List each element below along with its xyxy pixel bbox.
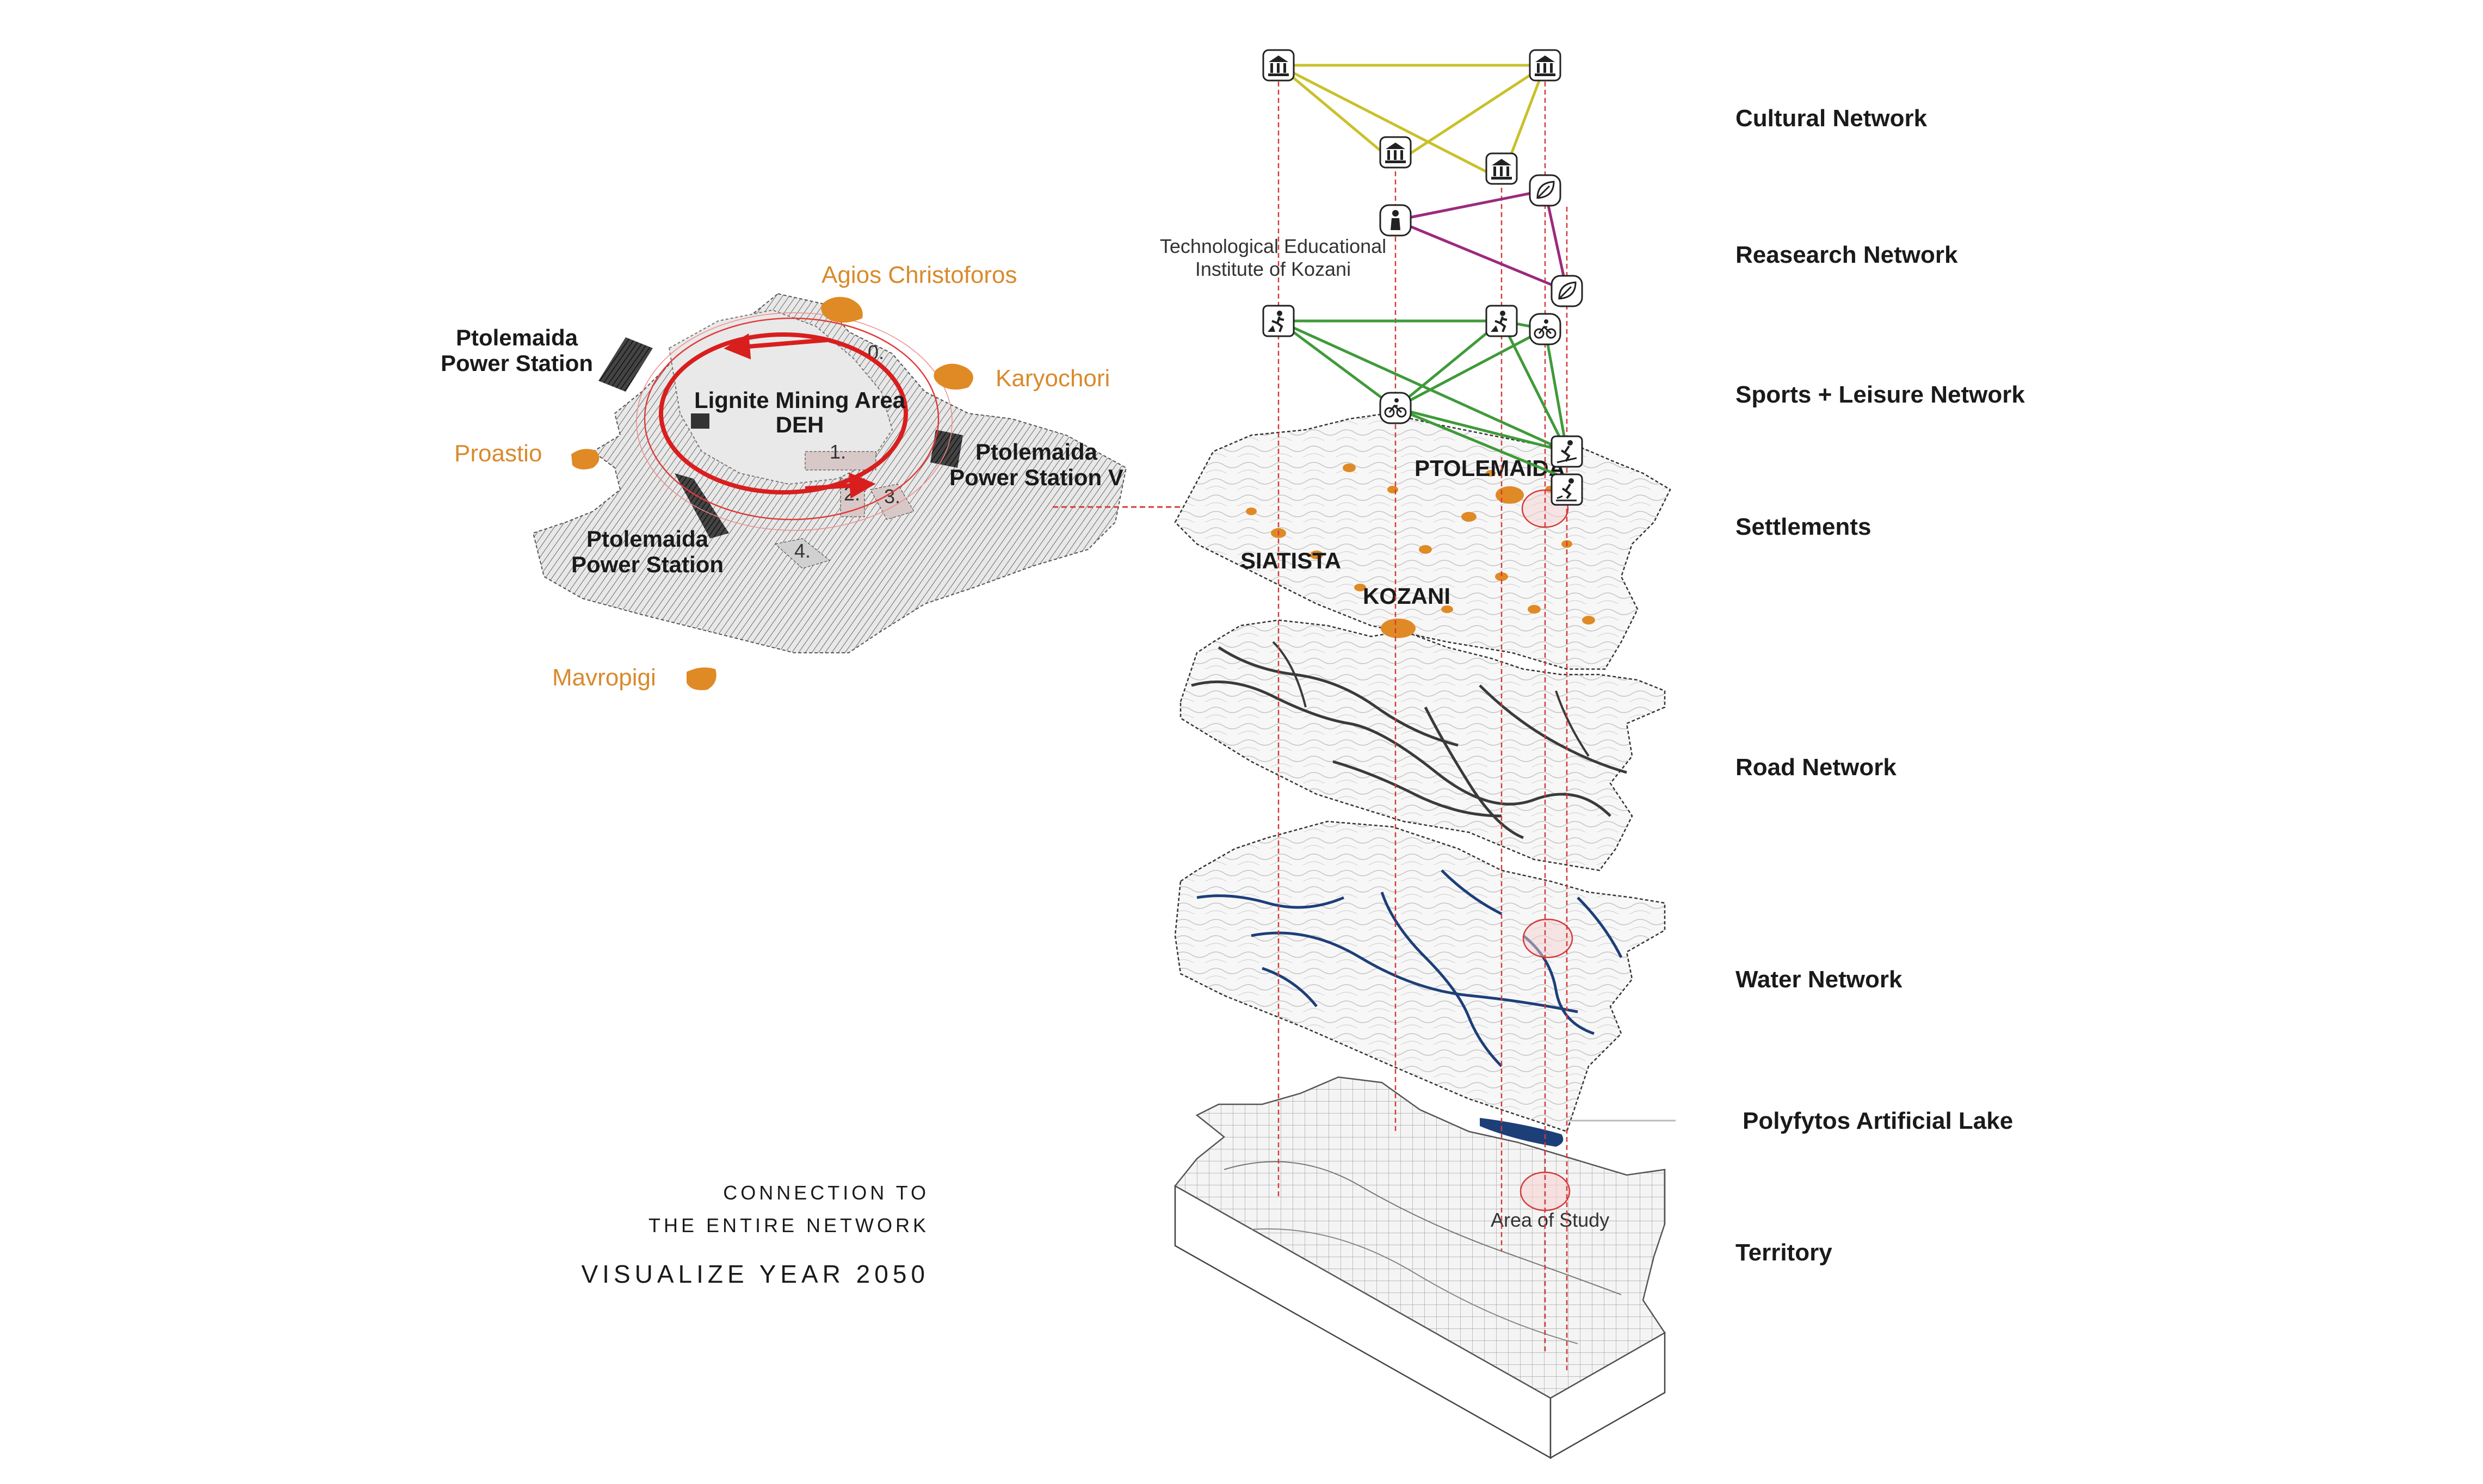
label-power-station-v-1: Ptolemaida — [975, 439, 1098, 465]
area-of-study-label: Area of Study — [1491, 1209, 1609, 1231]
layer-label-lake: Polyfytos Artificial Lake — [1743, 1108, 2013, 1134]
label-power-station-top-1: Ptolemaida — [456, 325, 578, 350]
river-4 — [1262, 967, 1318, 1007]
town-agios-christoforos: Agios Christoforos — [822, 262, 1017, 288]
label-mining-2: DEH — [776, 412, 824, 437]
small-station-marker — [691, 413, 709, 429]
layer-label-road: Road Network — [1735, 754, 1897, 781]
label-power-station-top-2: Power Station — [441, 350, 593, 376]
caption-block: CONNECTION TO THE ENTIRE NETWORK VISUALI… — [581, 1182, 929, 1288]
road-6 — [1272, 641, 1307, 708]
layer-label-settlements: Settlements — [1735, 514, 1871, 540]
water-layer — [1174, 820, 1666, 1147]
settlement-ptolemaida-shape — [1496, 486, 1524, 504]
road-layer — [1179, 619, 1666, 871]
road-1 — [1191, 680, 1611, 817]
polyfytos-lake — [1480, 1118, 1564, 1147]
territory-layer: Area of Study — [1174, 1076, 1666, 1460]
circulation-loop-outer — [644, 317, 940, 521]
loop-arrow-bottom — [805, 472, 876, 499]
road-surface — [1179, 619, 1666, 871]
climbing-icon — [1485, 305, 1518, 337]
zone-4 — [774, 538, 831, 569]
caption-line-1: CONNECTION TO — [723, 1182, 929, 1204]
skiing-icon — [1551, 473, 1583, 506]
river-2 — [1251, 931, 1578, 1013]
river-1 — [1196, 894, 1344, 909]
institute-label-line-2: Institute of Kozani — [1195, 258, 1351, 280]
river-3 — [1380, 892, 1503, 1067]
settlement-siatista: SIATISTA — [1240, 548, 1341, 573]
layer-label-cultural: Cultural Network — [1735, 105, 1928, 132]
museum-icon — [1485, 152, 1518, 185]
road-3 — [1332, 760, 1502, 818]
town-shape-proastio — [571, 449, 600, 470]
label-mining-1: Lignite Mining Area — [694, 387, 906, 413]
zone-1 — [805, 451, 876, 471]
layer-label-territory: Territory — [1735, 1239, 1832, 1266]
road-7 — [1555, 690, 1590, 757]
settlements-layer: PTOLEMAIDA SIATISTA KOZANI — [1174, 412, 1671, 670]
institute-label-line-1: Technological Educational — [1160, 235, 1386, 257]
bicycle-icon — [1529, 313, 1561, 345]
town-shape-mavropigi — [687, 667, 717, 690]
town-proastio: Proastio — [454, 440, 542, 467]
study-ellipse-water — [1522, 918, 1573, 959]
sports-network-lines — [1277, 319, 1568, 480]
water-surface — [1174, 820, 1666, 1133]
layer-label-water: Water Network — [1735, 966, 1903, 993]
zone-3 — [870, 484, 915, 520]
circulation-loop-inner — [659, 332, 908, 494]
leaf-icon — [1551, 275, 1583, 307]
vertical-guides — [1277, 65, 1568, 1371]
layer-labels: Cultural Network Reasearch Network Sport… — [1735, 105, 2025, 1266]
power-station-block-top — [598, 337, 653, 392]
climbing-icon — [1262, 305, 1295, 337]
power-station-v-block — [930, 430, 963, 468]
town-karyochori: Karyochori — [996, 365, 1110, 392]
skiing-icon — [1551, 435, 1583, 468]
settlement-kozani-shape — [1381, 619, 1416, 638]
person-icon — [1379, 204, 1412, 237]
settlement-kozani: KOZANI — [1363, 583, 1450, 609]
river-6 — [1441, 869, 1503, 916]
road-4 — [1424, 706, 1524, 839]
terrain-ridge-2 — [1251, 1228, 1578, 1344]
town-mavropigi: Mavropigi — [552, 664, 656, 691]
bicycle-icon — [1379, 392, 1412, 424]
museum-icon — [1379, 136, 1412, 169]
layer-label-sports: Sports + Leisure Network — [1735, 381, 2025, 408]
caption-line-3: VISUALIZE YEAR 2050 — [581, 1260, 929, 1288]
layer-label-research: Reasearch Network — [1735, 242, 1958, 268]
research-network-lines — [1395, 189, 1568, 293]
circulation-loop-outer-2 — [636, 312, 953, 531]
museum-icon — [1262, 49, 1295, 82]
terrain-ridge-1 — [1224, 1161, 1622, 1295]
label-power-station-bottom-1: Ptolemaida — [586, 526, 709, 552]
leaf-icon — [1529, 174, 1561, 207]
label-power-station-bottom-2: Power Station — [571, 552, 724, 577]
road-5 — [1479, 684, 1627, 774]
town-shape-karyochori — [934, 363, 973, 390]
loop-arrow-top — [724, 333, 827, 360]
settlement-dots — [1246, 463, 1595, 629]
river-7 — [1577, 896, 1623, 959]
road-2 — [1218, 646, 1459, 747]
label-power-station-v-2: Power Station V — [949, 465, 1123, 490]
territory-surface — [1174, 1076, 1666, 1399]
caption-line-2: THE ENTIRE NETWORK — [648, 1214, 929, 1236]
mining-area-map: 0. 1. 2. 3. 4. Agios Christoforos Karyoc… — [441, 262, 1127, 691]
museum-icon — [1529, 49, 1561, 82]
town-shape-agios-christoforos — [821, 296, 863, 323]
zone-1-label: 1. — [830, 441, 846, 463]
zone-4-label: 4. — [794, 540, 811, 562]
